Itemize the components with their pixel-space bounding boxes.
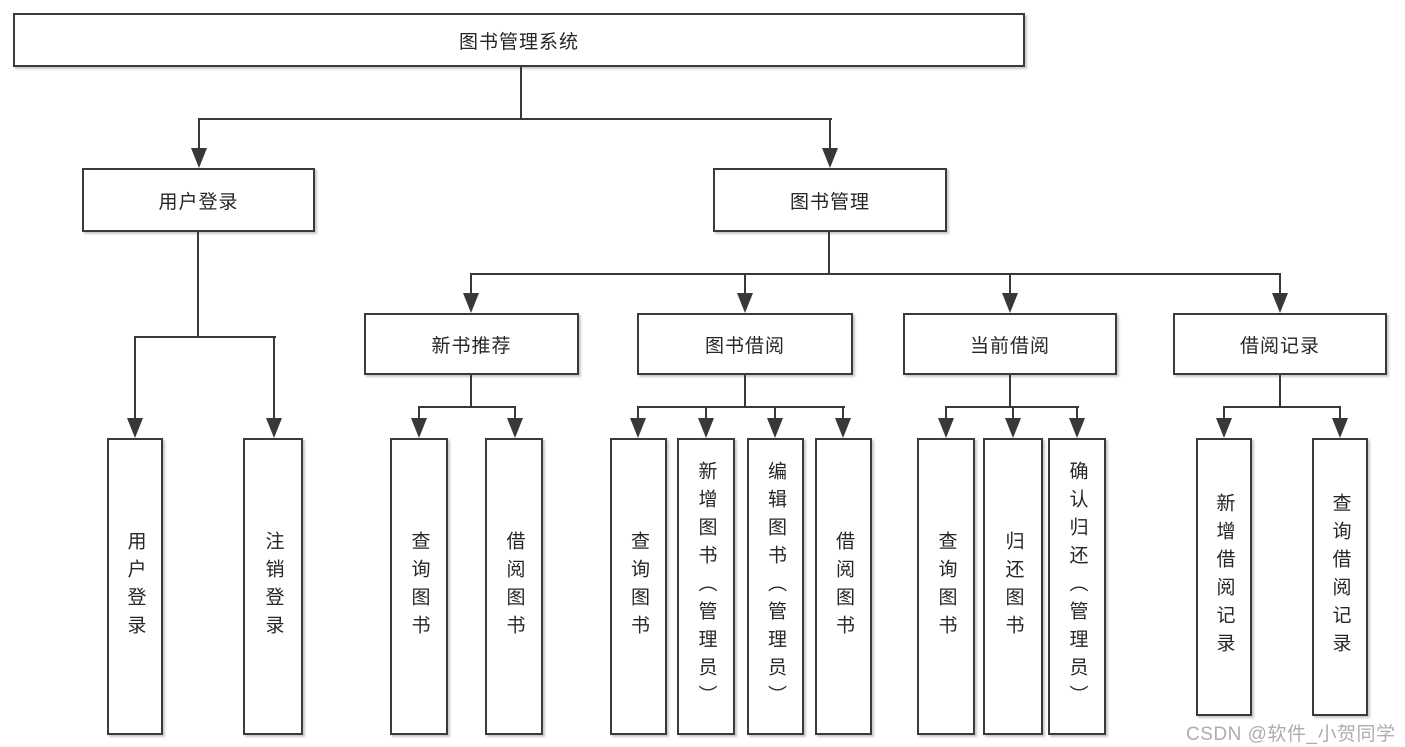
connector-borrowing-rail [637,406,845,408]
connector-records-drop-1 [1223,406,1225,420]
connector-recommend-stem [470,375,472,408]
connector-records-stem [1279,375,1281,408]
connector-borrowing-drop-3 [774,406,776,420]
connector-borrowing-drop-4 [842,406,844,420]
arrow-down-icon [266,418,282,438]
arrow-down-icon [835,418,851,438]
node-current-borrowing: 当前借阅 [903,313,1117,375]
arrow-down-icon [938,418,954,438]
connector-user-login-rail [134,336,276,338]
node-user-login: 用户登录 [82,168,315,232]
arrow-down-icon [507,418,523,438]
connector-recommend-drop-1 [418,406,420,420]
connector-root-drop-right [829,118,831,150]
connector-current-stem [1009,375,1011,408]
connector-current-drop-2 [1012,406,1014,420]
arrow-down-icon [1002,293,1018,313]
connector-borrowing-stem [744,375,746,408]
connector-user-login-stem [197,232,199,338]
leaf-query-books-borrowing: 查询图书 [610,438,667,735]
leaf-user-login: 用户登录 [107,438,163,735]
connector-book-mgmt-drop-1 [470,273,472,295]
connector-book-mgmt-drop-2 [744,273,746,295]
csdn-watermark: CSDN @软件_小贺同学 [1186,724,1396,745]
leaf-query-borrow-record: 查询借阅记录 [1312,438,1368,716]
arrow-down-icon [1332,418,1348,438]
connector-records-drop-2 [1339,406,1341,420]
connector-user-login-drop-1 [134,336,136,420]
connector-current-drop-1 [945,406,947,420]
arrow-down-icon [1005,418,1021,438]
connector-user-login-drop-2 [273,336,275,420]
connector-book-mgmt-drop-4 [1279,273,1281,295]
arrow-down-icon [411,418,427,438]
connector-book-mgmt-stem [828,232,830,275]
leaf-edit-books-admin: 编辑图书（管理员） [747,438,804,735]
connector-records-rail [1223,406,1341,408]
arrow-down-icon [1069,418,1085,438]
leaf-query-books-recommend: 查询图书 [390,438,448,735]
connector-recommend-drop-2 [514,406,516,420]
node-borrowing-records: 借阅记录 [1173,313,1387,375]
connector-root-stem [520,65,522,120]
node-new-book-recommendation: 新书推荐 [364,313,579,375]
node-book-borrowing: 图书借阅 [637,313,853,375]
connector-root-drop-left [198,118,200,150]
connector-recommend-rail [418,406,516,408]
leaf-borrow-books-borrowing: 借阅图书 [815,438,872,735]
connector-current-drop-3 [1076,406,1078,420]
arrow-down-icon [1272,293,1288,313]
leaf-query-books-current: 查询图书 [917,438,975,735]
leaf-logout: 注销登录 [243,438,303,735]
arrow-down-icon [191,148,207,168]
arrow-down-icon [127,418,143,438]
arrow-down-icon [630,418,646,438]
arrow-down-icon [822,148,838,168]
arrow-down-icon [1216,418,1232,438]
connector-borrowing-drop-2 [705,406,707,420]
connector-book-mgmt-drop-3 [1009,273,1011,295]
leaf-borrow-books-recommend: 借阅图书 [485,438,543,735]
connector-book-mgmt-rail [470,273,1281,275]
leaf-return-books: 归还图书 [983,438,1043,735]
arrow-down-icon [737,293,753,313]
connector-borrowing-drop-1 [637,406,639,420]
leaf-add-books-admin: 新增图书（管理员） [677,438,735,735]
arrow-down-icon [698,418,714,438]
arrow-down-icon [767,418,783,438]
leaf-add-borrow-record: 新增借阅记录 [1196,438,1252,716]
leaf-confirm-return-admin: 确认归还（管理员） [1048,438,1106,735]
node-book-management: 图书管理 [713,168,947,232]
connector-root-rail [198,118,832,120]
arrow-down-icon [463,293,479,313]
node-library-management-system: 图书管理系统 [13,13,1025,67]
